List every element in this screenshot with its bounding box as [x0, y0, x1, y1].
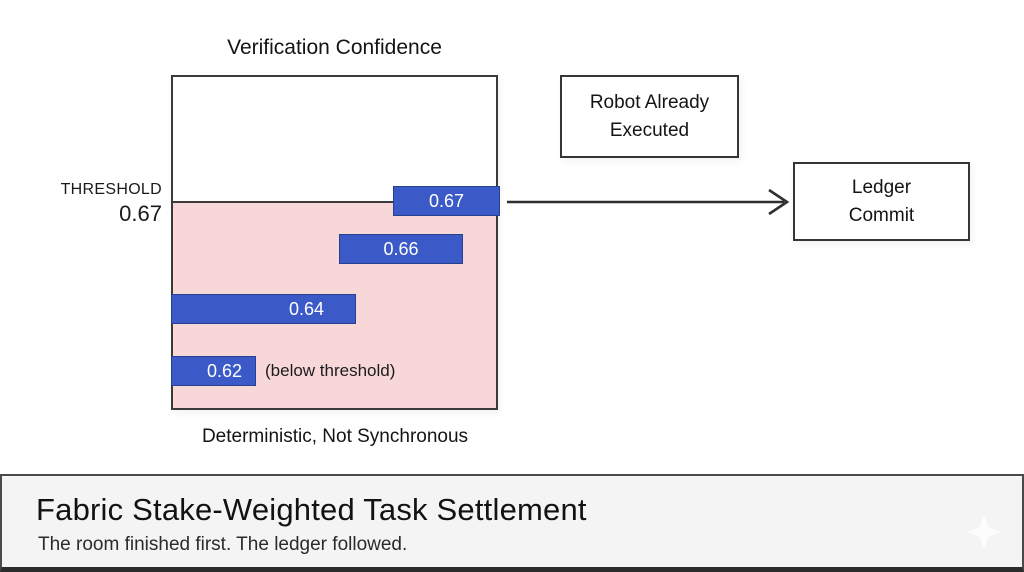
- confidence-bar: 0.67: [393, 186, 500, 216]
- node-label-line: Executed: [609, 119, 690, 141]
- chart-title: Verification Confidence: [227, 36, 442, 59]
- banner-subtitle: The room finished first. The ledger foll…: [38, 534, 408, 555]
- verification-confidence-chart: 0.67 0.66 0.64 0.62 (below threshold): [171, 75, 500, 410]
- confidence-bar: 0.64: [171, 294, 356, 324]
- arrow-right-icon: [507, 188, 790, 216]
- confidence-bar: 0.62: [171, 356, 256, 386]
- chart-axis-label: Deterministic, Not Synchronous: [201, 426, 469, 447]
- threshold-value: 0.67: [119, 201, 162, 226]
- node-robot-already-executed: Robot Already Executed: [560, 75, 739, 158]
- node-label-line: Commit: [848, 204, 915, 226]
- threshold-label: THRESHOLD: [60, 181, 162, 198]
- confidence-bar: 0.66: [339, 234, 463, 264]
- sparkle-icon: [966, 514, 1002, 550]
- node-label-line: Robot Already: [589, 91, 710, 113]
- node-label-line: Ledger: [851, 176, 912, 198]
- below-threshold-annotation: (below threshold): [265, 361, 396, 380]
- caption-banner: Fabric Stake-Weighted Task Settlement Th…: [0, 474, 1024, 572]
- node-ledger-commit: Ledger Commit: [793, 162, 970, 241]
- threshold-labels: THRESHOLD 0.67: [14, 181, 162, 227]
- banner-title: Fabric Stake-Weighted Task Settlement: [36, 492, 587, 527]
